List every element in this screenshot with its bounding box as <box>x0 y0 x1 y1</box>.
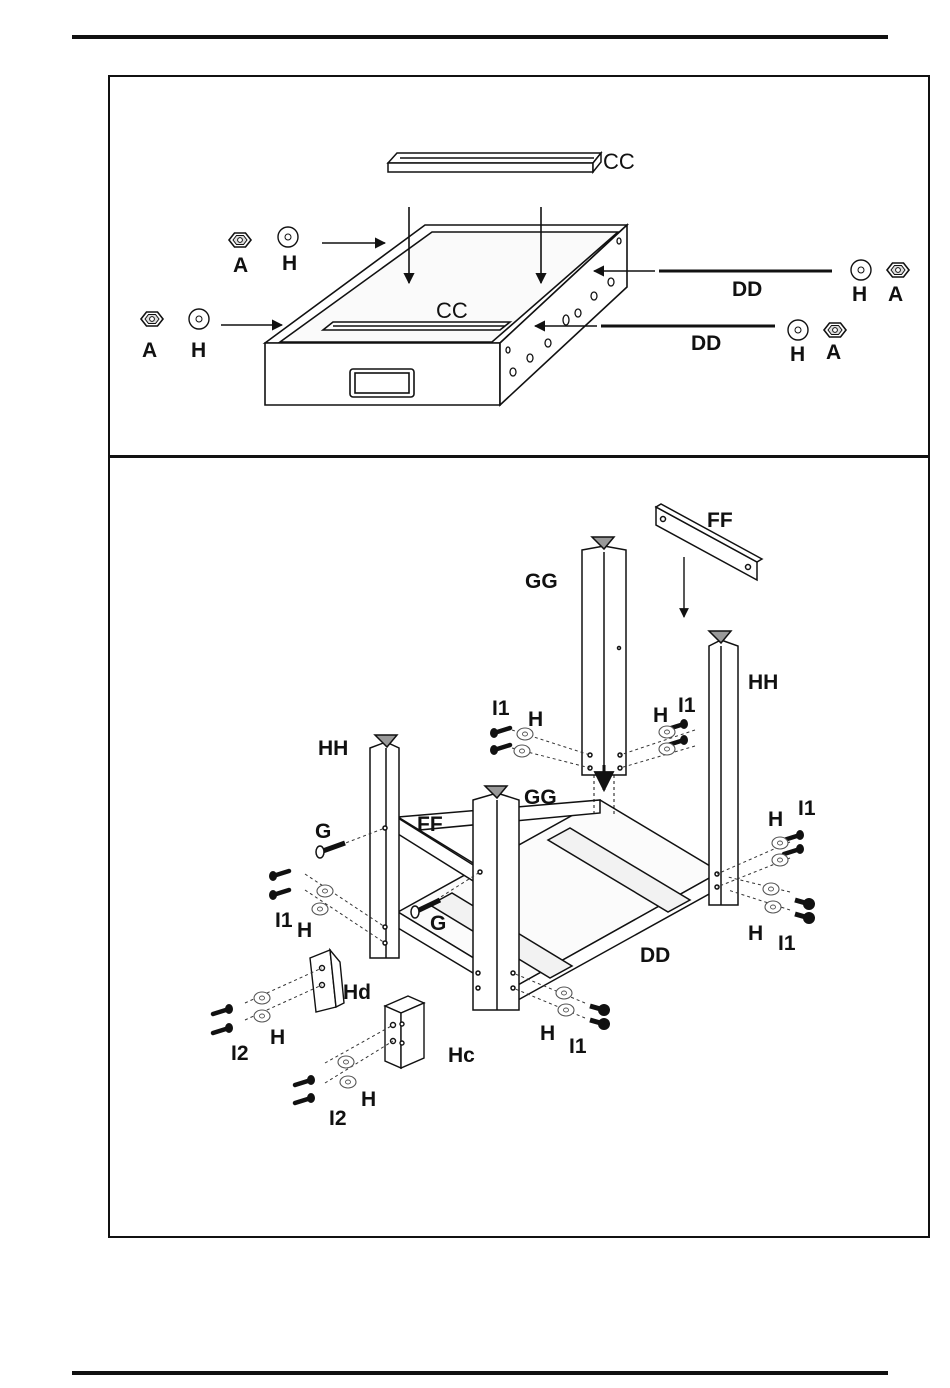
footer-rule <box>72 1371 888 1375</box>
label-dd: DD <box>691 332 721 355</box>
label-i1: I1 <box>492 697 510 720</box>
washer-icon <box>189 309 209 329</box>
label-h: H <box>191 339 206 362</box>
label-h: H <box>270 1026 285 1049</box>
label-a: A <box>142 339 157 362</box>
hd-bracket <box>310 950 344 1012</box>
label-dd: DD <box>732 278 762 301</box>
step-1-frame-assembly: CC CC A H A H DD DD H A H A <box>141 149 909 405</box>
label-h: H <box>790 343 805 366</box>
dd-base-frame <box>398 800 720 1000</box>
label-i1: I1 <box>778 932 796 955</box>
cc-rail-top <box>388 153 601 172</box>
label-i1: I1 <box>678 694 696 717</box>
label-h: H <box>768 808 783 831</box>
dd-rod <box>601 271 832 326</box>
hc-block <box>385 996 424 1068</box>
label-cc: CC <box>603 149 635 174</box>
label-i1: I1 <box>275 909 293 932</box>
label-h: H <box>540 1022 555 1045</box>
nut-icon <box>229 233 251 247</box>
label-gg: GG <box>524 786 557 809</box>
label-cc: CC <box>436 298 468 323</box>
g-bolt <box>316 843 345 858</box>
hh-leg <box>709 631 738 905</box>
label-dd: DD <box>640 944 670 967</box>
label-hh: HH <box>748 671 778 694</box>
label-gg: GG <box>525 570 558 593</box>
label-i1: I1 <box>569 1035 587 1058</box>
label-hc: Hc <box>448 1044 475 1067</box>
washer-icon <box>788 320 808 340</box>
gg-leg <box>473 786 519 1010</box>
label-ff: FF <box>417 813 443 836</box>
label-a: A <box>826 341 841 364</box>
label-ff: FF <box>707 509 733 532</box>
nut-icon <box>887 263 909 277</box>
hh-leg <box>370 735 399 958</box>
washer-icon <box>278 227 298 247</box>
label-h: H <box>528 708 543 731</box>
label-a: A <box>233 254 248 277</box>
label-i2: I2 <box>329 1107 347 1130</box>
label-h: H <box>297 919 312 942</box>
label-h: H <box>361 1088 376 1111</box>
label-h: H <box>282 252 297 275</box>
label-i1: I1 <box>798 797 816 820</box>
label-g: G <box>430 912 446 935</box>
gg-leg <box>582 537 626 775</box>
label-g: G <box>315 820 331 843</box>
label-a: A <box>888 283 903 306</box>
nut-icon <box>141 312 163 326</box>
label-h: H <box>852 283 867 306</box>
washer-icon <box>851 260 871 280</box>
label-hd: Hd <box>343 981 371 1004</box>
nut-icon <box>824 323 846 337</box>
label-hh: HH <box>318 737 348 760</box>
step-2-leg-assembly: FF GG HH HH GG FF G G I1 H H I1 I1 H H I… <box>213 504 816 1130</box>
label-i2: I2 <box>231 1042 249 1065</box>
label-h: H <box>748 922 763 945</box>
label-h: H <box>653 704 668 727</box>
